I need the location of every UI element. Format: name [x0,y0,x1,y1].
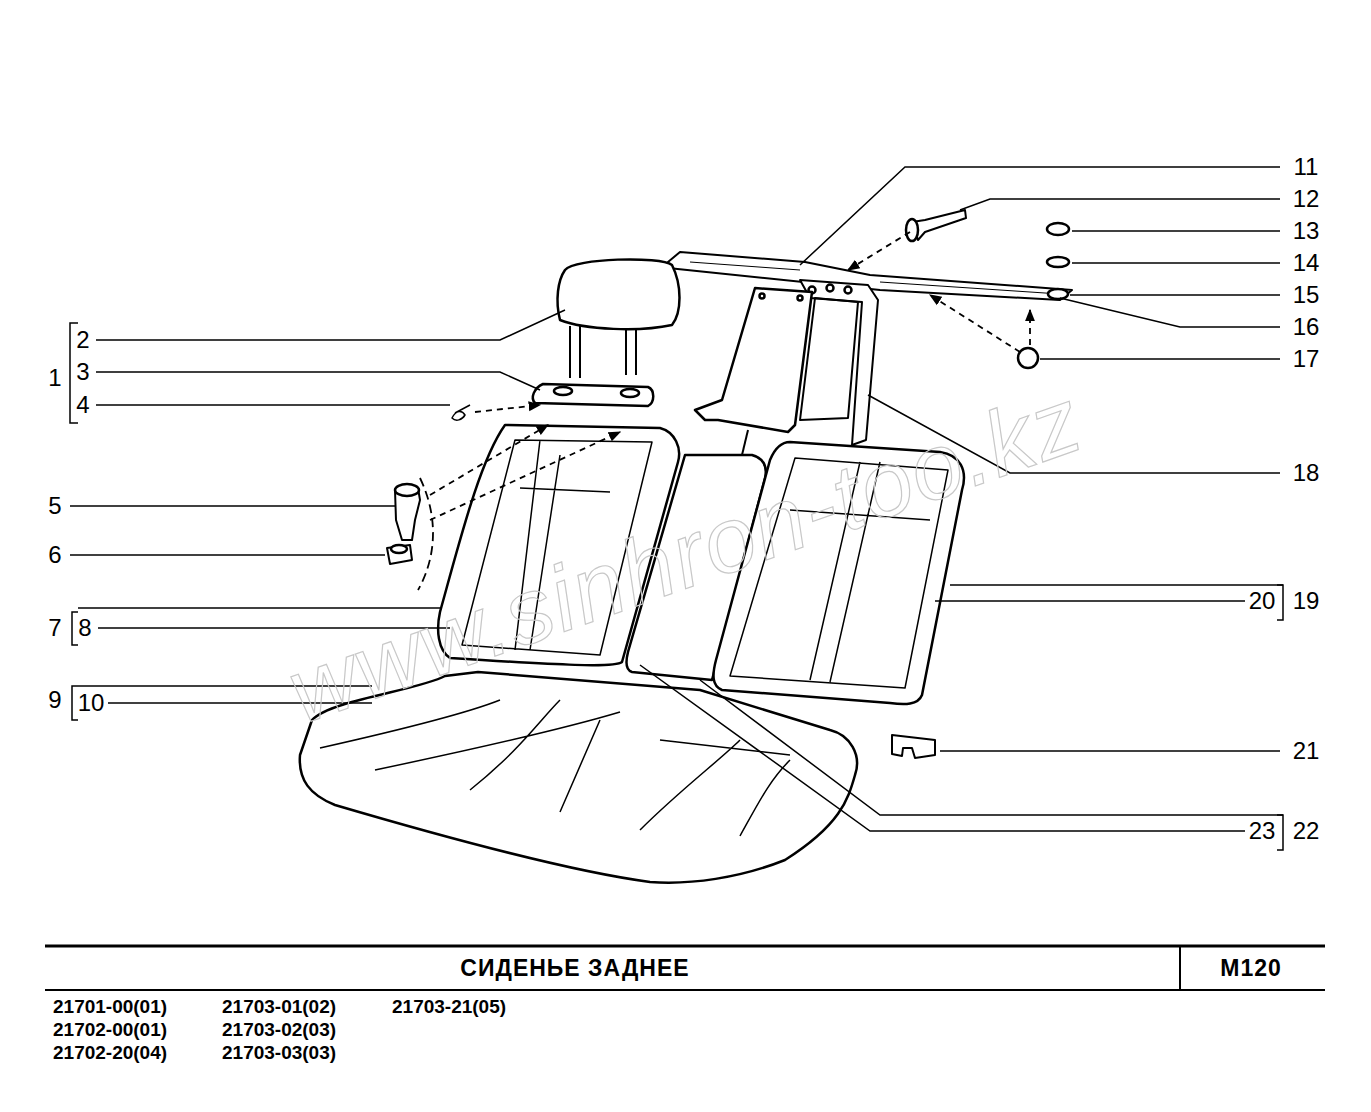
callout-number: 20 [1249,589,1276,613]
sheet-code: M120 [1220,957,1282,980]
model-code: 21703-03(03) [222,1043,336,1062]
callout-number: 17 [1293,347,1320,371]
callout-number: 19 [1293,589,1320,613]
callout-number: 21 [1293,739,1320,763]
callout-number: 15 [1293,283,1320,307]
callout-number: 7 [48,616,61,640]
callout-number: 10 [78,691,105,715]
callout-number: 11 [1294,155,1319,179]
callout-number: 2 [76,328,89,352]
diagram-title: СИДЕНЬЕ ЗАДНЕЕ [460,957,689,980]
callout-number: 13 [1293,219,1320,243]
callout-number: 1 [48,366,61,390]
model-code: 21702-00(01) [53,1020,167,1039]
callout-number: 16 [1293,315,1320,339]
callout-number: 4 [76,393,89,417]
callout-number: 22 [1293,819,1320,843]
callout-number: 12 [1293,187,1320,211]
model-code: 21701-00(01) [53,997,167,1016]
model-code: 21703-21(05) [392,997,506,1016]
model-code: 21702-20(04) [53,1043,167,1062]
callout-number: 14 [1293,251,1320,275]
callout-number: 3 [76,360,89,384]
callout-number: 18 [1293,461,1320,485]
callout-number: 23 [1249,819,1276,843]
model-code: 21703-01(02) [222,997,336,1016]
model-code: 21703-02(03) [222,1020,336,1039]
callout-number: 5 [48,494,61,518]
callout-number: 8 [78,616,91,640]
callout-number: 9 [48,688,61,712]
callout-number: 6 [48,543,61,567]
